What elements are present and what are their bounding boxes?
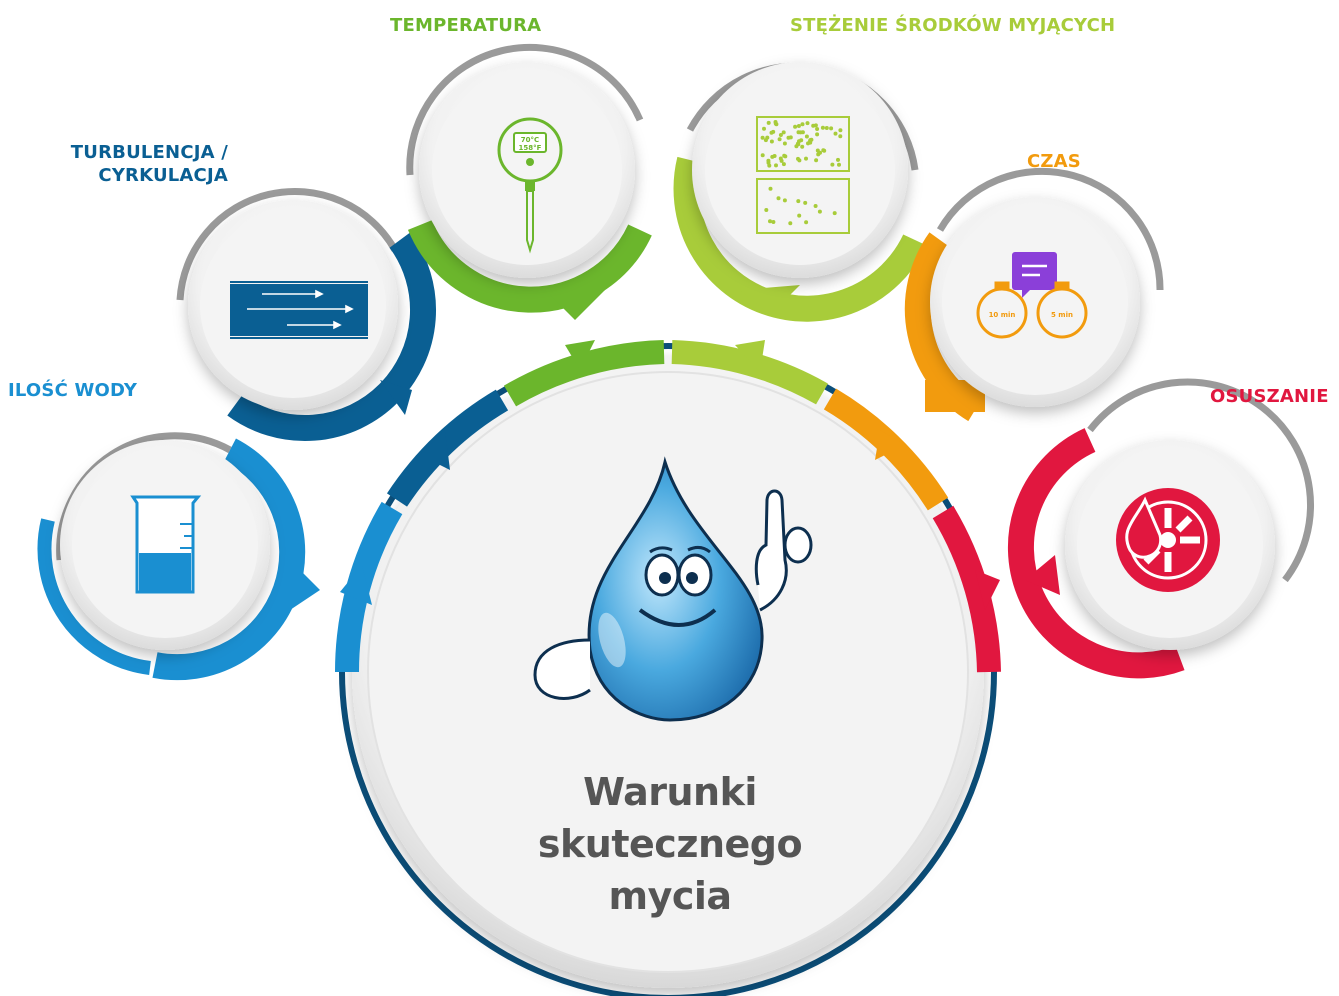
factor-label-time-line: CZAS	[1027, 151, 1081, 172]
concentration-dot-dense	[766, 120, 771, 125]
factor-disc-time	[904, 167, 1164, 422]
concentration-dot-dense	[805, 121, 810, 126]
flow-arrows-icon	[230, 281, 368, 339]
concentration-dot-sparse	[804, 220, 809, 225]
thermometer-icon: 70°C 158°F	[497, 117, 563, 254]
factor-label-drying-line: OSUSZANIE	[1210, 386, 1329, 407]
concentration-dot-dense	[797, 158, 802, 163]
center-title: Warunki skutecznego mycia	[470, 766, 870, 922]
concentration-dot-dense	[767, 163, 772, 168]
concentration-dot-dense	[829, 126, 834, 131]
concentration-dot-sparse	[813, 204, 818, 208]
center-title-line-2: skutecznego	[537, 822, 803, 866]
concentration-dot-sparse	[832, 211, 837, 216]
concentration-dot-dense	[800, 144, 805, 149]
concentration-dot-dense	[811, 123, 816, 128]
concentration-dot-dense	[837, 162, 841, 167]
concentration-dot-sparse	[776, 196, 781, 201]
stopwatch-5min-label: 5 min	[1051, 311, 1073, 319]
concentration-dot-sparse	[768, 219, 772, 224]
factor-label-turbulence: TURBULENCJA / CYRKULACJA	[71, 141, 228, 187]
water-drop-mascot-icon	[533, 456, 813, 722]
concentration-dot-dense	[770, 154, 775, 159]
concentration-dot-dense	[760, 135, 765, 140]
concentration-dot-sparse	[768, 186, 773, 191]
concentration-dot-dense	[777, 137, 782, 142]
thermometer-reading-f: 158°F	[519, 144, 542, 152]
concentration-dot-dense	[773, 120, 778, 124]
concentration-dot-dense	[799, 138, 804, 143]
factor-label-drying: OSUSZANIE	[1210, 385, 1329, 408]
stopwatch-10min-label: 10 min	[989, 311, 1016, 319]
concentration-dot-sparse	[764, 208, 769, 212]
concentration-dot-dense	[798, 130, 803, 135]
concentration-dot-dense	[815, 127, 820, 131]
concentration-dot-dense	[820, 125, 825, 130]
concentration-dot-dense	[838, 134, 843, 139]
concentration-dot-dense	[808, 140, 813, 145]
concentration-dot-sparse	[817, 209, 822, 214]
concentration-dot-dense	[782, 153, 787, 158]
concentration-dot-dense	[836, 157, 840, 162]
concentration-dot-sparse	[771, 220, 776, 224]
thermometer-reading-c: 70°C	[521, 136, 539, 144]
concentration-dot-sparse	[782, 198, 787, 203]
factor-label-temperature-line: TEMPERATURA	[390, 15, 542, 36]
concentration-dot-dense	[830, 162, 835, 167]
factor-disc-concentration	[673, 62, 927, 322]
factor-label-time: CZAS	[1027, 150, 1081, 173]
concentration-dot-dense	[760, 153, 765, 158]
center-ring-segments	[334, 340, 1001, 673]
concentration-dot-dense	[821, 148, 826, 153]
concentration-dot-dense	[786, 135, 791, 140]
concentration-dot-dense	[796, 124, 801, 128]
concentration-dot-dense	[781, 130, 786, 135]
factor-label-water-line: ILOŚĆ WODY	[8, 380, 138, 401]
factor-label-turbulence-line-2: CYRKULACJA	[98, 165, 228, 186]
concentration-dot-dense	[833, 131, 838, 136]
factor-label-concentration-line: STĘŻENIE ŚRODKÓW MYJĄCYCH	[790, 15, 1116, 36]
concentration-dot-dense	[815, 132, 820, 137]
drying-fan-icon	[1116, 488, 1220, 592]
concentration-dot-dense	[774, 163, 778, 168]
factor-label-turbulence-line-1: TURBULENCJA /	[70, 142, 228, 163]
concentration-dot-sparse	[797, 213, 802, 218]
concentration-dot-dense	[782, 141, 787, 146]
concentration-dot-dense	[838, 128, 843, 133]
factor-label-temperature: TEMPERATURA	[390, 14, 541, 37]
concentration-dot-dense	[778, 133, 783, 137]
center-title-line-1: Warunki	[583, 770, 757, 814]
concentration-dot-sparse	[803, 200, 808, 205]
concentration-dot-dense	[818, 150, 822, 155]
concentration-dot-dense	[771, 129, 776, 134]
concentration-dot-dense	[814, 158, 819, 163]
concentration-dot-dense	[824, 126, 829, 130]
concentration-dot-dense	[793, 124, 798, 129]
concentration-dot-dense	[800, 122, 805, 127]
beaker-icon	[130, 495, 202, 594]
concentration-dot-dense	[769, 139, 774, 144]
concentration-dot-dense	[804, 134, 809, 139]
center-title-line-3: mycia	[608, 874, 732, 918]
concentration-dot-dense	[781, 162, 786, 167]
concentration-dot-dense	[778, 156, 783, 161]
concentration-dot-dense	[762, 126, 766, 131]
concentration-dot-dense	[765, 135, 770, 140]
concentration-dot-sparse	[796, 199, 801, 204]
stopwatch-icon: 10 min 5 min	[976, 252, 1088, 339]
concentration-dots-icon	[756, 116, 850, 234]
factor-label-water: ILOŚĆ WODY	[8, 379, 137, 402]
concentration-dot-sparse	[788, 221, 793, 226]
factor-label-concentration: STĘŻENIE ŚRODKÓW MYJĄCYCH	[790, 14, 1115, 37]
factor-disc-temperature	[406, 43, 652, 320]
concentration-dot-dense	[804, 156, 808, 161]
